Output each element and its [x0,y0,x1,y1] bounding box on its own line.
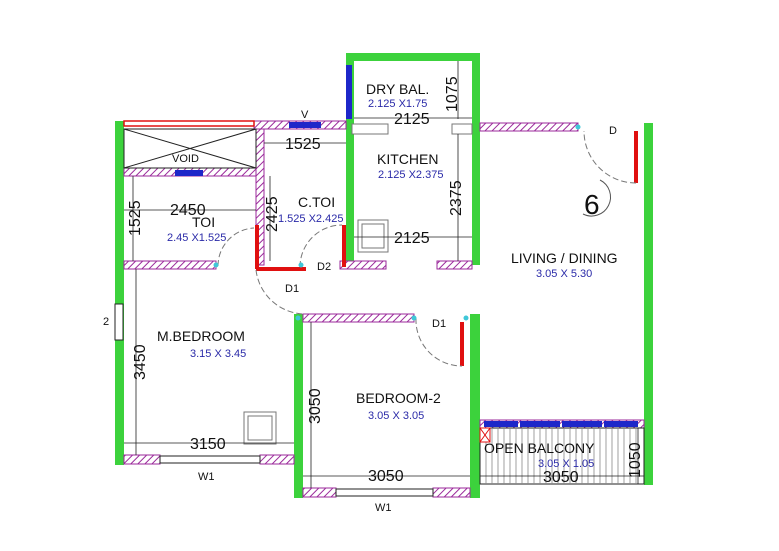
room-ctoi-name: C.TOI [298,194,335,210]
label-window-w1-a: W1 [198,471,215,483]
room-balcony-size: 3.05 X 1.05 [538,458,594,470]
dim-2450: 2450 [170,202,206,219]
dim-3050-vertical: 3050 [307,388,324,424]
label-door-d1-a: D1 [285,283,299,295]
label-door-d1-b: D1 [432,318,446,330]
dim-2425: 2425 [264,196,281,232]
room-toi-name: TOI [192,214,215,230]
room-dry-bal-size: 2.125 X1.75 [368,98,427,110]
room-dry-bal-name: DRY BAL. [366,81,429,97]
label-window-2: 2 [103,316,109,328]
void-area [123,120,257,176]
label-ventilator: V [301,109,309,121]
balcony-railing [479,427,645,485]
label-window-w1-b: W1 [375,502,392,514]
label-door-living: D [609,125,617,137]
room-balcony-name: OPEN BALCONY [484,440,595,456]
dim-3050-horizontal: 3050 [368,468,404,485]
dim-1050: 1050 [627,442,644,478]
dim-3050-balcony: 3050 [543,469,579,486]
room-toi-size: 2.45 X1.525 [167,232,226,244]
label-door-d2: D2 [317,261,331,273]
room-ctoi-size: 1.525 X2.425 [278,213,343,225]
dimension-lines [124,61,644,488]
dim-2125-top: 2125 [394,111,430,128]
dim-1525-left: 1525 [127,200,144,236]
dim-3150: 3150 [190,436,226,453]
dim-2375: 2375 [448,180,465,216]
room-mbed-size: 3.15 X 3.45 [190,348,246,360]
room-mbed-name: M.BEDROOM [157,328,245,344]
room-kitchen-name: KITCHEN [377,151,438,167]
exterior-walls [115,53,653,498]
unit-number-ring [582,179,612,217]
dim-2125-mid: 2125 [394,230,430,247]
dim-3450: 3450 [132,344,149,380]
room-kitchen-size: 2.125 X2.375 [378,169,443,181]
fixtures [243,123,473,445]
doors [213,124,638,367]
room-living-name: LIVING / DINING [511,250,618,266]
windows [114,65,638,497]
room-bed2-name: BEDROOM-2 [356,390,441,406]
room-bed2-size: 3.05 X 3.05 [368,410,424,422]
room-living-size: 3.05 X 5.30 [536,268,592,280]
unit-number: 6 [584,189,600,220]
room-void-name: VOID [172,153,199,165]
dim-1075: 1075 [444,76,461,112]
dim-1525-top: 1525 [285,136,321,153]
